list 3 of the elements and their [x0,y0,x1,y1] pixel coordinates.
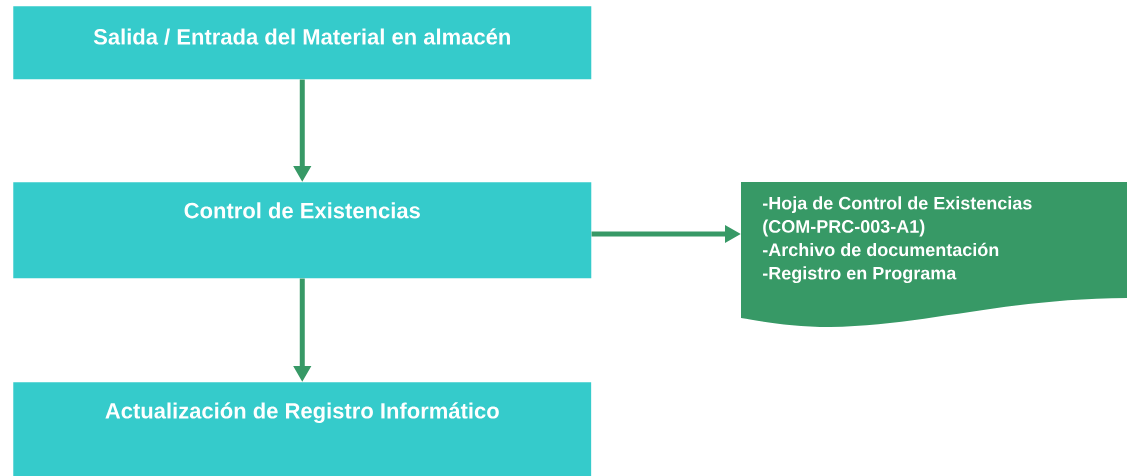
process-box: Actualización de Registro Informático [13,382,592,476]
process-box: Salida / Entrada del Material en almacén [13,6,592,80]
process-box: Control de Existencias [13,182,592,279]
